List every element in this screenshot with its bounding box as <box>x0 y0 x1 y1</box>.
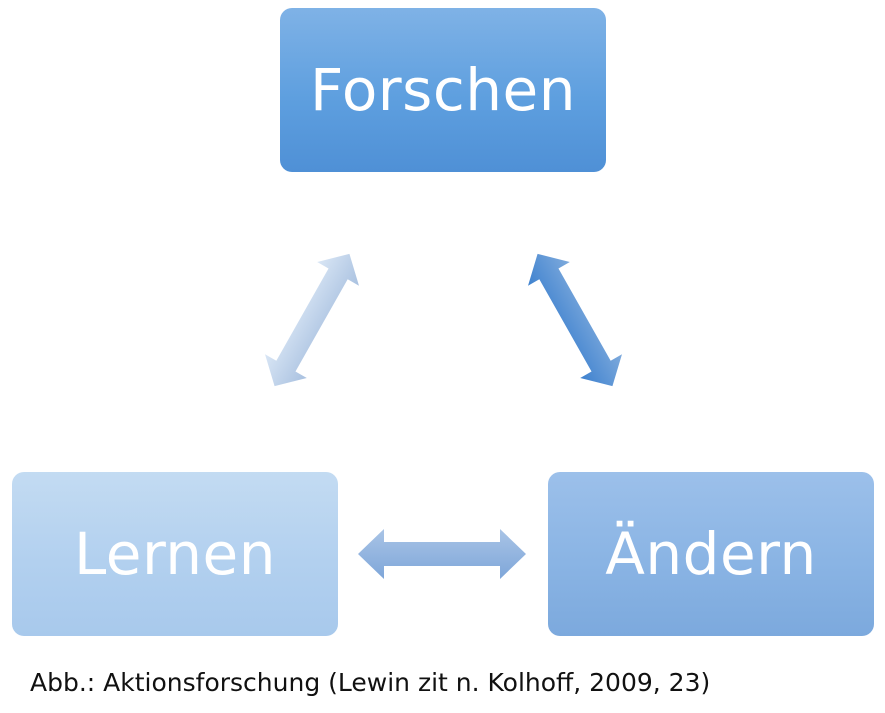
node-aendern-label: Ändern <box>605 520 817 588</box>
arrow-forschen-aendern <box>528 253 622 387</box>
node-lernen-label: Lernen <box>73 520 276 588</box>
node-forschen-label: Forschen <box>310 56 576 124</box>
node-lernen: Lernen <box>12 472 338 636</box>
figure-caption: Abb.: Aktionsforschung (Lewin zit n. Kol… <box>30 668 711 697</box>
arrow-lernen-forschen <box>265 253 359 387</box>
node-forschen: Forschen <box>280 8 606 172</box>
node-aendern: Ändern <box>548 472 874 636</box>
arrow-lernen-aendern <box>358 529 526 579</box>
